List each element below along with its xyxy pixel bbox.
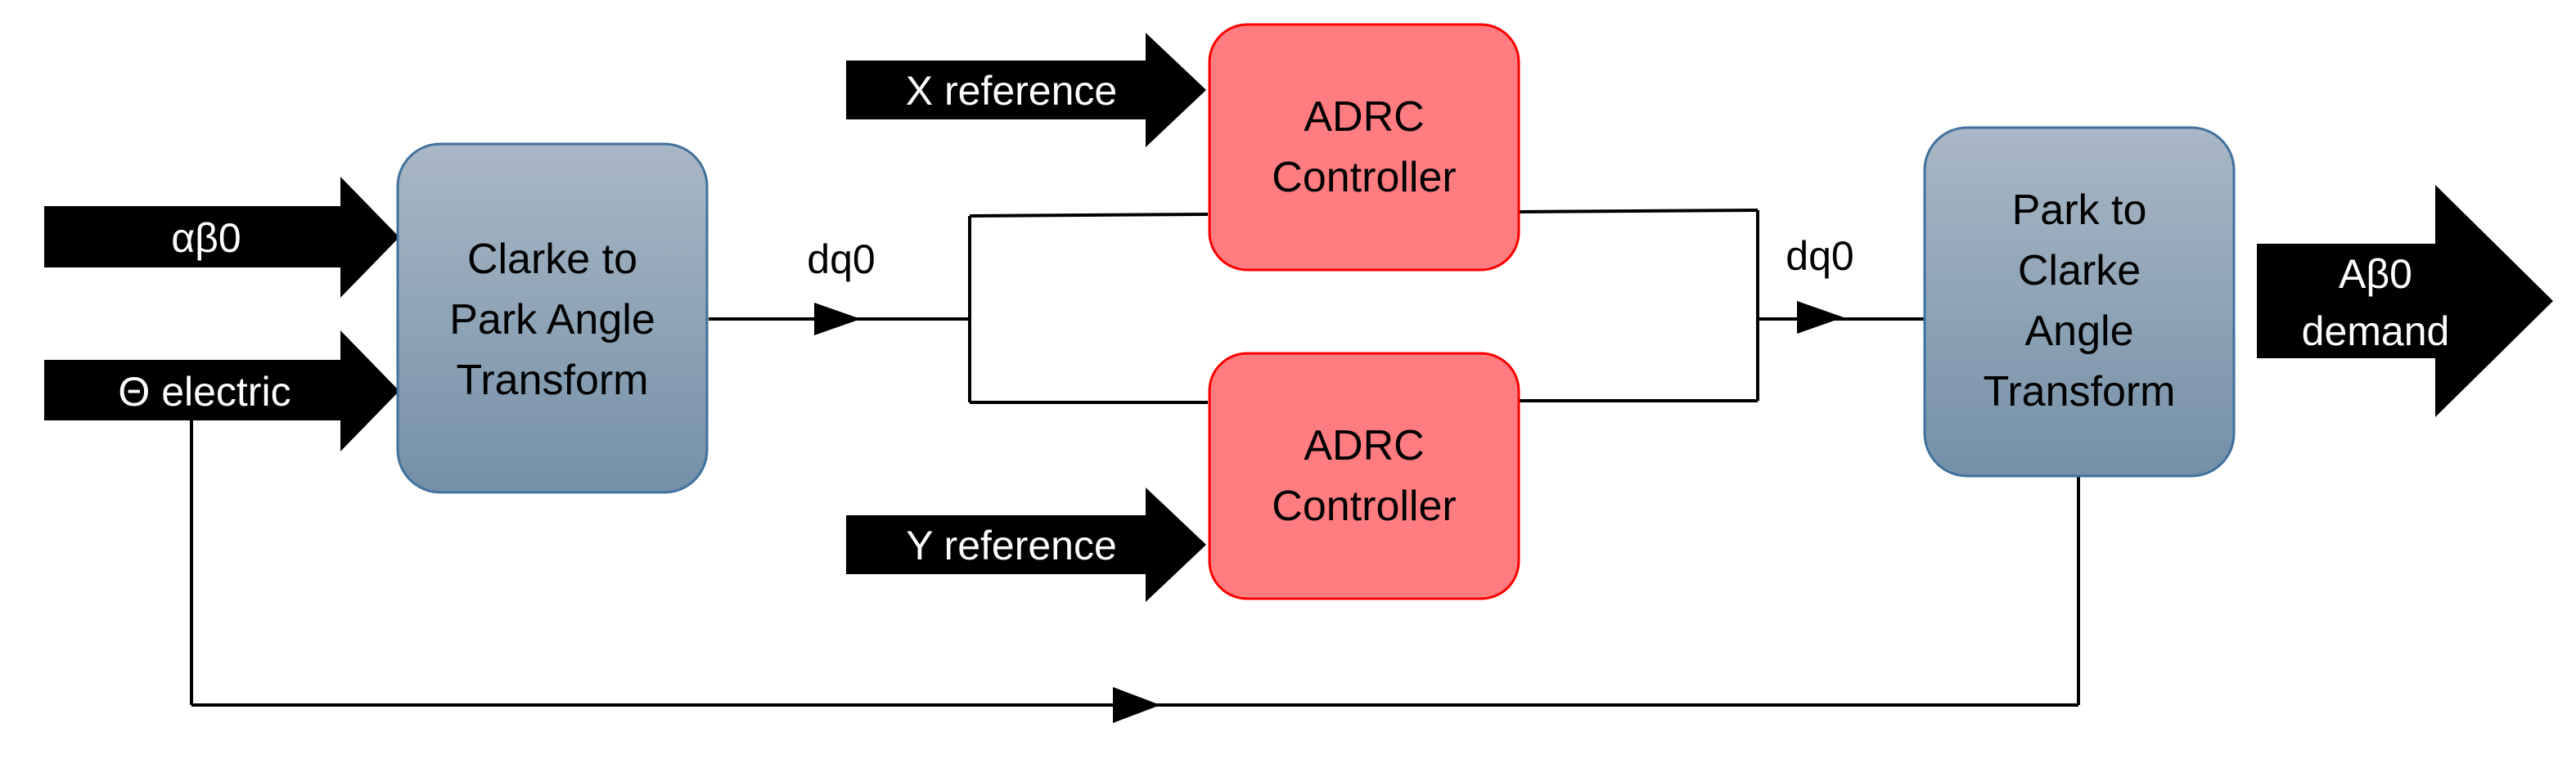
park-to-clarke-line-3: Angle xyxy=(2025,308,2134,355)
wire-to-adrc-top xyxy=(969,213,1209,218)
adrc-top-line-2: Controller xyxy=(1272,154,1456,201)
adrc-bottom-line-2: Controller xyxy=(1272,483,1456,530)
adrc-controller-top-block: ADRC Controller xyxy=(1208,23,1520,272)
park-to-clarke-line-2: Clarke xyxy=(2018,247,2141,294)
y-reference-arrow-shape xyxy=(846,487,1206,602)
wires xyxy=(190,209,2080,723)
dq0-right-arrowhead xyxy=(1797,301,1844,334)
x-reference-label: X reference xyxy=(906,68,1117,114)
park-to-clarke-block: Park to Clarke Angle Transform xyxy=(1923,126,2236,478)
clarke-to-park-block: Clarke to Park Angle Transform xyxy=(396,142,709,494)
park-to-clarke-line-4: Transform xyxy=(1984,368,2176,415)
adrc-controller-bottom-block: ADRC Controller xyxy=(1208,352,1520,600)
y-reference-arrow: Y reference xyxy=(846,487,1206,602)
theta-input-arrow: Θ electric xyxy=(44,330,399,451)
alpha-beta-arrow-shape xyxy=(44,177,399,298)
clarke-to-park-line-2: Park Angle xyxy=(449,296,655,344)
alpha-beta-input-arrow: αβ0 xyxy=(44,177,399,298)
x-reference-arrow-shape xyxy=(846,33,1206,147)
clarke-to-park-box xyxy=(396,142,709,494)
adrc-top-line-1: ADRC xyxy=(1304,93,1424,141)
demand-arrow-shape xyxy=(2257,185,2553,417)
demand-line-2: demand xyxy=(2302,308,2450,354)
park-to-clarke-line-1: Park to xyxy=(2012,186,2147,234)
wire-from-adrc-top xyxy=(1517,209,1759,213)
park-to-clarke-box xyxy=(1923,126,2236,478)
y-reference-label: Y reference xyxy=(906,523,1117,568)
dq0-left-label: dq0 xyxy=(807,236,875,282)
adrc-bottom-line-1: ADRC xyxy=(1304,422,1424,469)
dq0-left-arrowhead xyxy=(814,303,861,335)
alpha-beta-label: αβ0 xyxy=(171,215,241,261)
demand-line-1: Aβ0 xyxy=(2339,251,2412,297)
theta-label: Θ electric xyxy=(118,369,290,415)
adrc-controller-top-box xyxy=(1208,23,1520,272)
demand-output-arrow: Aβ0 demand xyxy=(2257,185,2553,417)
adrc-controller-bottom-box xyxy=(1208,352,1520,600)
theta-loop-arrowhead xyxy=(1113,687,1160,723)
clarke-to-park-line-3: Transform xyxy=(457,357,649,404)
theta-arrow-shape xyxy=(44,330,399,451)
clarke-to-park-line-1: Clarke to xyxy=(467,236,637,283)
x-reference-arrow: X reference xyxy=(846,33,1206,147)
dq0-right-label: dq0 xyxy=(1786,233,1853,279)
